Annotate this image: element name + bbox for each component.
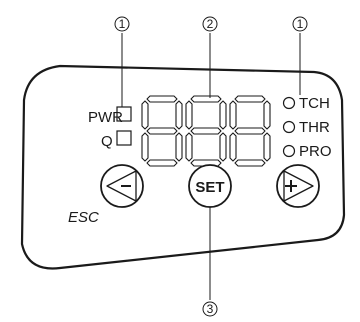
svg-text:2: 2 [207, 17, 214, 31]
segment-a [234, 95, 266, 103]
svg-text:1: 1 [119, 17, 126, 31]
indicator-led-pro [282, 144, 296, 158]
indicator-led-q [116, 130, 132, 146]
segment-c [263, 132, 271, 162]
segment-a [146, 95, 178, 103]
plus-button[interactable] [276, 164, 320, 208]
segment-b [219, 100, 227, 130]
display-digit [229, 95, 271, 167]
display-digit [185, 95, 227, 167]
minus-esc-button[interactable] [100, 164, 144, 208]
segment-c [219, 132, 227, 162]
segment-d [234, 159, 266, 167]
minus-arrow-left-icon [106, 170, 137, 202]
segment-c [175, 132, 183, 162]
segment-d [146, 159, 178, 167]
segment-g [234, 127, 266, 135]
esc-label: ESC [68, 209, 99, 226]
svg-text:1: 1 [297, 17, 304, 31]
segment-b [175, 100, 183, 130]
segment-e [185, 132, 193, 162]
svg-text:3: 3 [207, 302, 214, 316]
segment-g [146, 127, 178, 135]
segment-e [141, 132, 149, 162]
indicator-label-pro: PRO [299, 143, 332, 160]
callout-1-right: 1 [292, 16, 308, 32]
callout-1-left: 1 [114, 16, 130, 32]
indicator-led-tch [282, 96, 296, 110]
indicator-led-pwr [116, 106, 132, 122]
callout-2-display: 2 [202, 16, 218, 32]
callout-3-set: 3 [202, 301, 218, 317]
segment-b [263, 100, 271, 130]
seven-segment-display [141, 95, 271, 167]
set-button[interactable]: SET [188, 164, 232, 208]
segment-f [185, 100, 193, 130]
panel-outline [20, 64, 346, 270]
segment-f [229, 100, 237, 130]
indicator-label-q: Q [101, 133, 113, 150]
plus-arrow-right-icon [283, 170, 314, 202]
indicator-led-thr [282, 120, 296, 134]
set-button-label: SET [195, 179, 224, 196]
segment-a [190, 95, 222, 103]
segment-f [141, 100, 149, 130]
indicator-label-thr: THR [299, 119, 330, 136]
indicator-label-tch: TCH [299, 95, 330, 112]
segment-e [229, 132, 237, 162]
segment-d [190, 159, 222, 167]
segment-g [190, 127, 222, 135]
display-digit [141, 95, 183, 167]
indicator-label-pwr: PWR [88, 109, 123, 126]
